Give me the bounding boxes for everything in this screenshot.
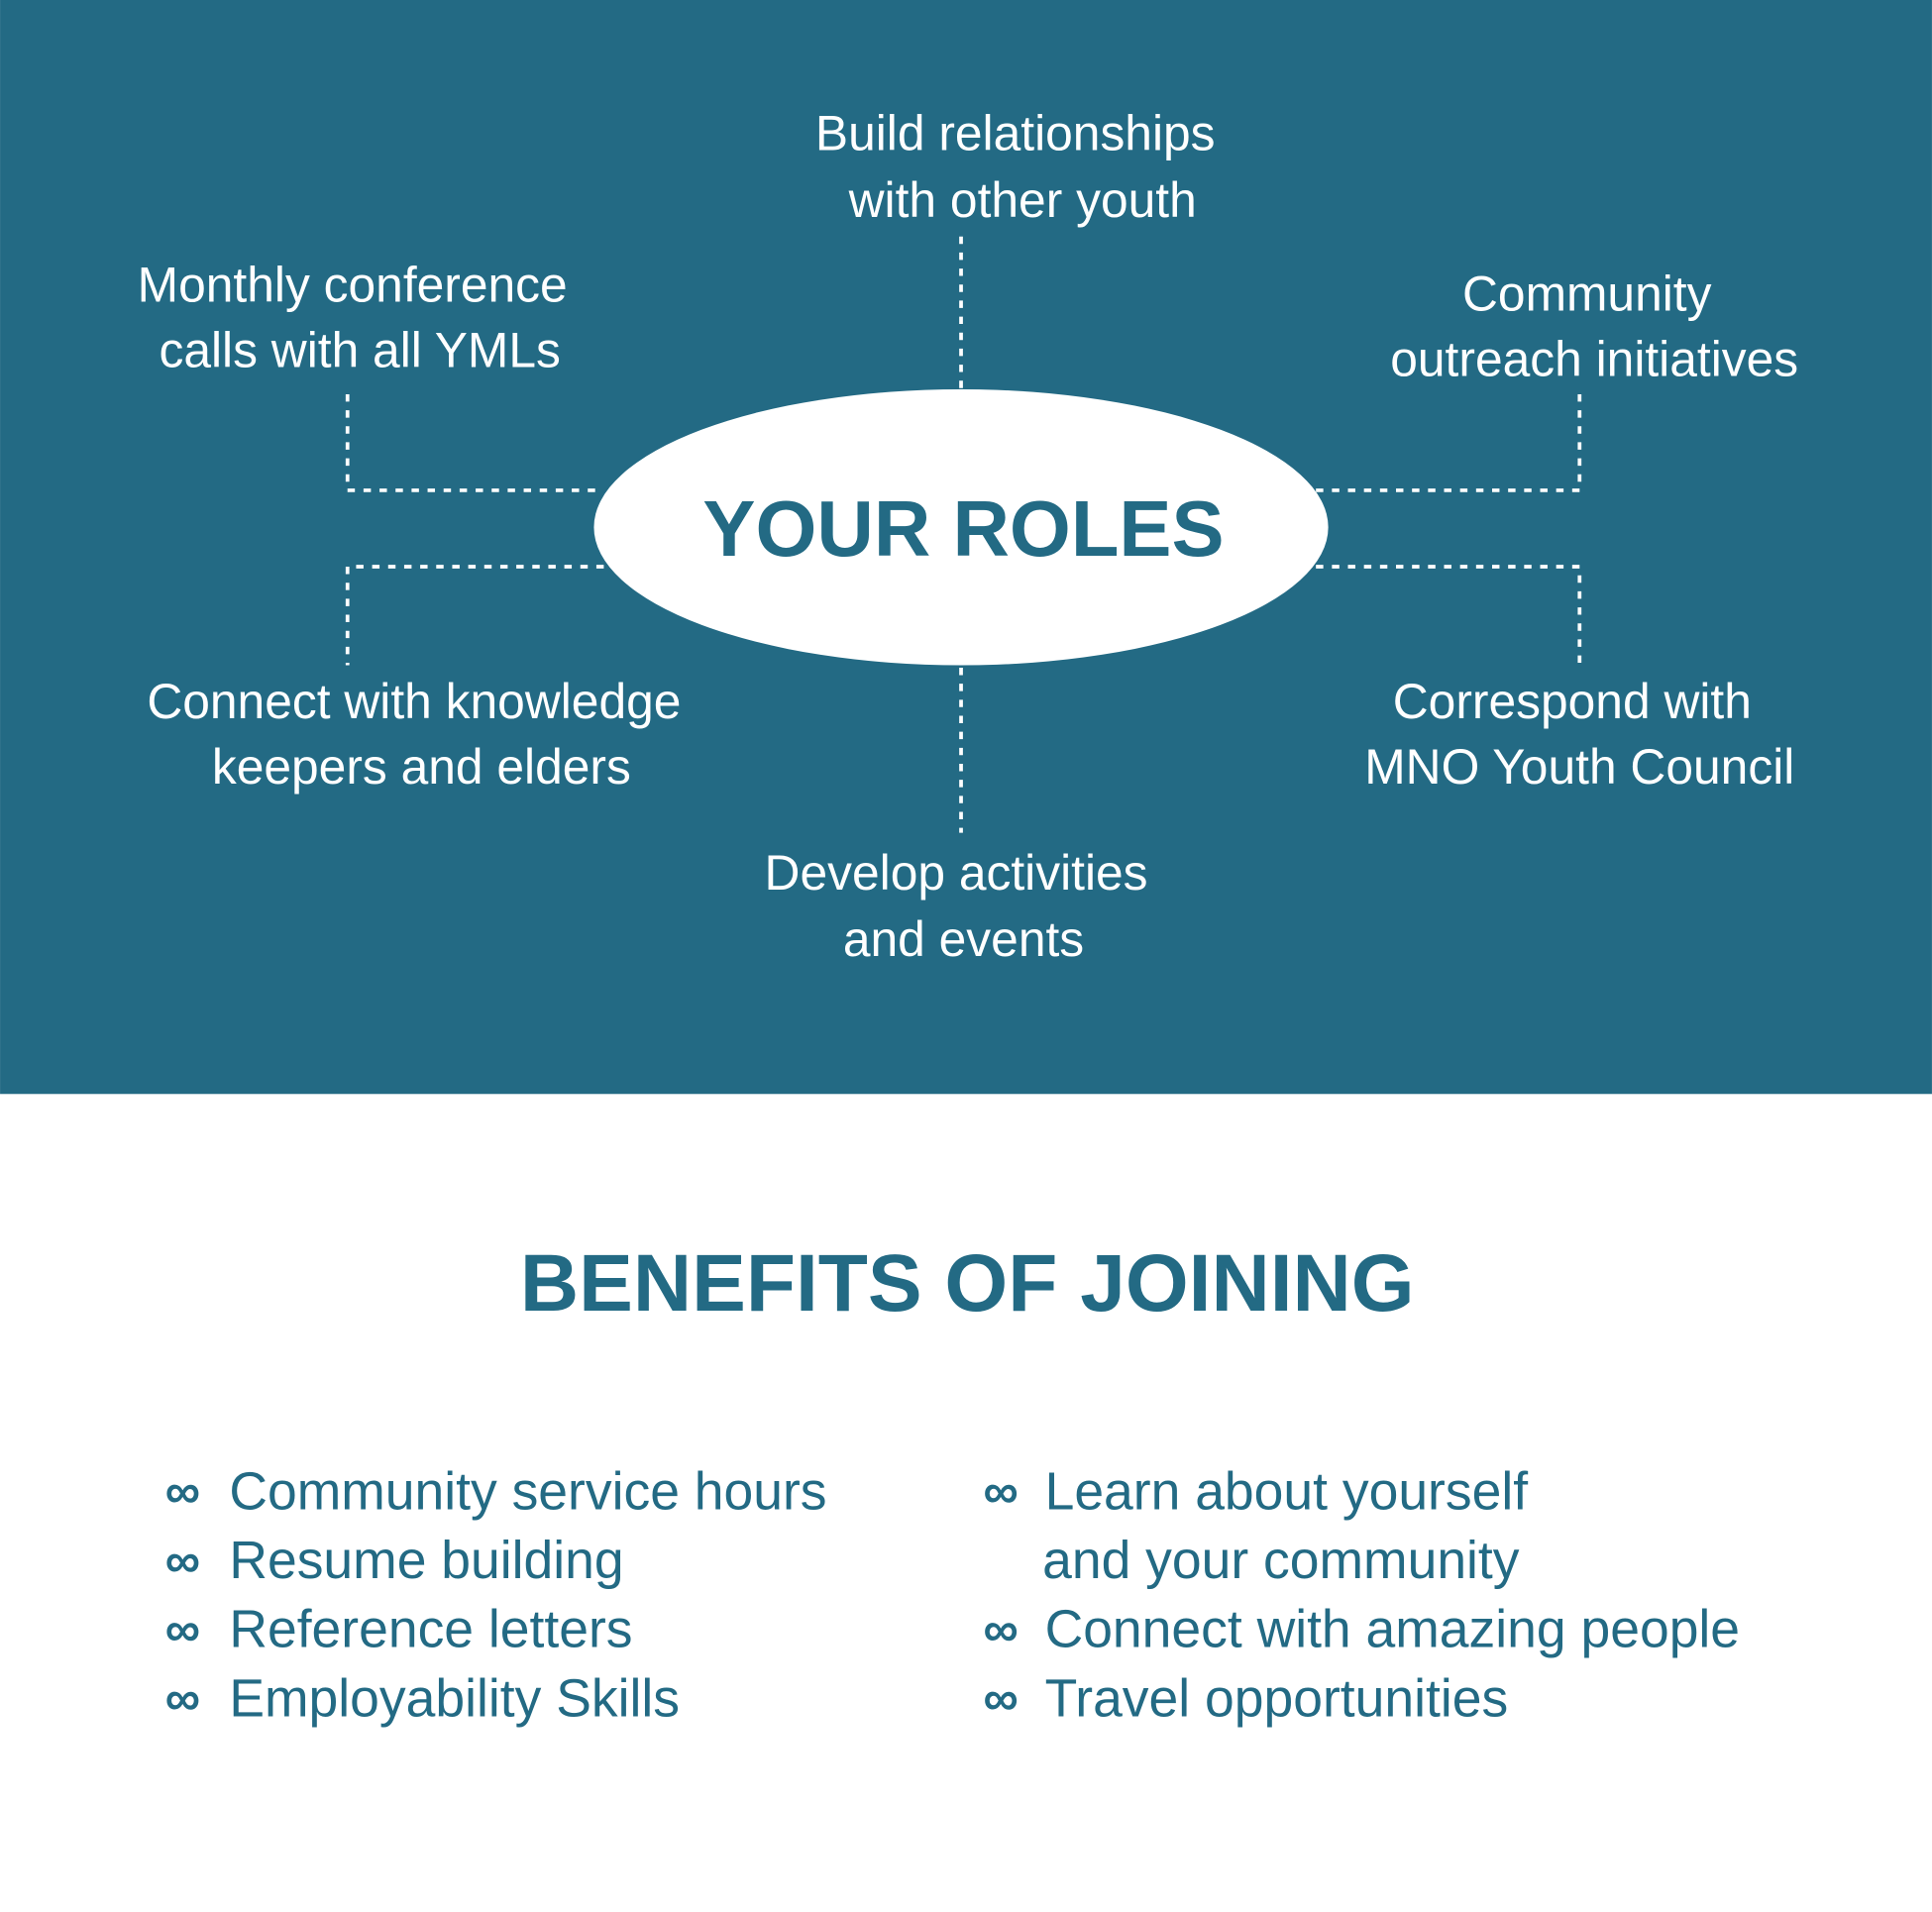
role-top-line1: Build relationships xyxy=(815,106,1216,161)
role-top-left-line1: Monthly conference xyxy=(138,258,568,313)
infinity-icon: ∞ xyxy=(165,1463,200,1519)
benefits-title: BENEFITS OF JOINING xyxy=(520,1238,1415,1328)
role-bottom-line2: and events xyxy=(843,911,1084,967)
infinity-icon: ∞ xyxy=(983,1463,1018,1519)
role-top-right-line1: Community xyxy=(1462,266,1712,321)
infinity-icon: ∞ xyxy=(983,1601,1018,1656)
infinity-icon: ∞ xyxy=(165,1601,200,1656)
connector-lines xyxy=(345,236,1582,833)
benefits-right-list: ∞ Learn about yourself and your communit… xyxy=(983,1462,1740,1728)
roles-ellipse xyxy=(593,388,1329,666)
list-item: Travel opportunities xyxy=(1045,1669,1509,1728)
list-item: Connect with amazing people xyxy=(1045,1601,1740,1659)
benefits-left-list: ∞ Community service hours ∞ Resume build… xyxy=(165,1462,827,1728)
role-bottom-right-line2: MNO Youth Council xyxy=(1364,739,1794,795)
infinity-icon: ∞ xyxy=(983,1670,1018,1726)
list-item: Learn about yourself xyxy=(1045,1462,1529,1521)
role-bottom-line1: Develop activities xyxy=(765,845,1148,901)
role-bottom-left-line1: Connect with knowledge xyxy=(147,674,681,729)
role-top-left-line2: calls with all YMLs xyxy=(159,323,560,378)
list-item-continued: and your community xyxy=(1042,1532,1520,1590)
infinity-icon: ∞ xyxy=(165,1533,200,1588)
list-item: Community service hours xyxy=(229,1462,826,1521)
role-bottom-left-line2: keepers and elders xyxy=(212,739,631,795)
role-top-line2: with other youth xyxy=(848,172,1197,228)
list-item: Employability Skills xyxy=(229,1669,680,1728)
list-item: Reference letters xyxy=(229,1601,632,1659)
role-top-right-line2: outreach initiatives xyxy=(1390,331,1798,386)
infinity-icon: ∞ xyxy=(165,1670,200,1726)
role-bottom-right-line1: Correspond with xyxy=(1393,674,1752,729)
roles-title: YOUR ROLES xyxy=(702,484,1224,573)
list-item: Resume building xyxy=(229,1532,623,1590)
